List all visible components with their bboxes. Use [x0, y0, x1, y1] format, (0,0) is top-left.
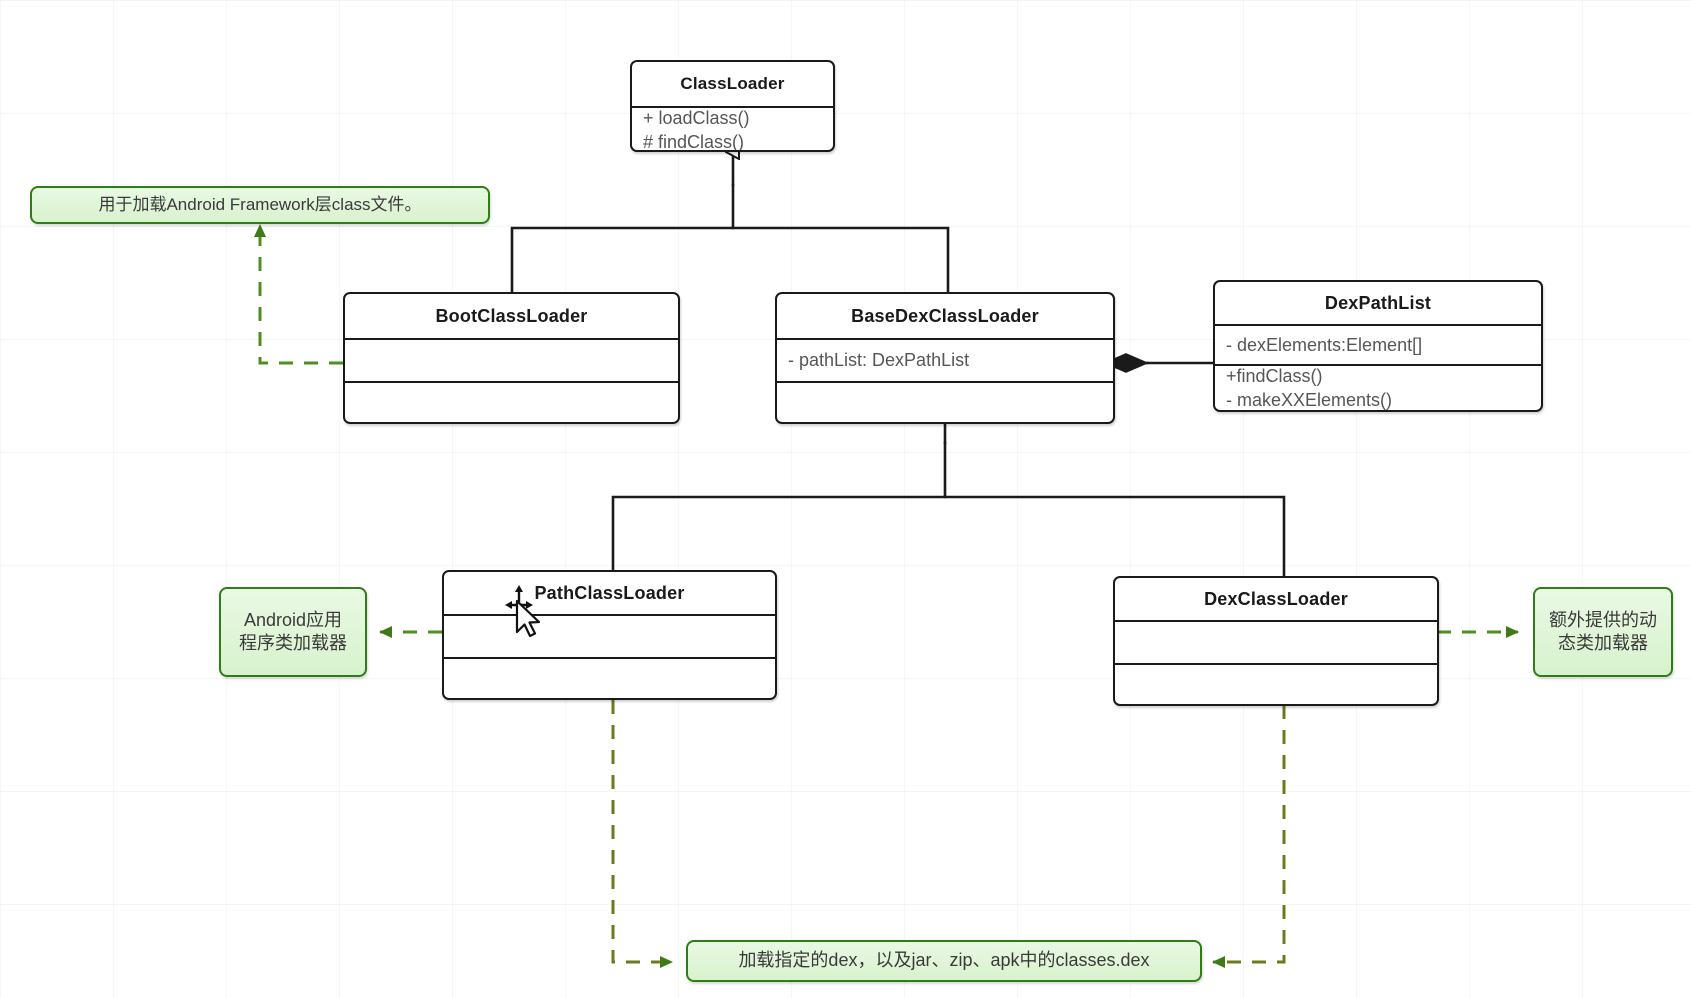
class-attributes-compartment: [444, 616, 775, 657]
class-box-bootclassloader[interactable]: BootClassLoader: [343, 292, 680, 424]
class-divider: [777, 381, 1113, 383]
attribute-item: - pathList: DexPathList: [788, 350, 970, 370]
class-attributes-compartment: - pathList: DexPathList: [777, 340, 1113, 381]
class-box-dexclassloader[interactable]: DexClassLoader: [1113, 576, 1439, 706]
note-text: 加载指定的dex，以及jar、zip、apk中的classes.dex: [738, 950, 1150, 971]
class-title: BootClassLoader: [435, 305, 588, 326]
class-methods-compartment: [345, 383, 678, 422]
class-divider: [444, 614, 775, 616]
note-dexclassloader[interactable]: 额外提供的动 态类加载器: [1533, 587, 1673, 677]
class-divider: [1215, 364, 1541, 366]
class-title: PathClassLoader: [534, 582, 685, 603]
note-dex-shared[interactable]: 加载指定的dex，以及jar、zip、apk中的classes.dex: [686, 940, 1202, 982]
method-item: +findClass(): [1226, 366, 1323, 387]
class-box-pathclassloader[interactable]: PathClassLoader: [442, 570, 777, 700]
class-divider: [444, 657, 775, 659]
note-pathclassloader[interactable]: Android应用 程序类加载器: [219, 587, 367, 677]
class-divider: [1215, 324, 1541, 326]
class-divider: [632, 106, 833, 108]
class-divider: [345, 338, 678, 340]
method-item: + loadClass(): [643, 108, 750, 129]
class-divider: [777, 338, 1113, 340]
class-divider: [1115, 620, 1437, 622]
class-attributes-compartment: - dexElements:Element[]: [1215, 326, 1541, 364]
class-methods-compartment: + loadClass() # findClass(): [632, 108, 833, 152]
method-item: # findClass(): [643, 131, 745, 152]
method-item: - makeXXElements(): [1226, 389, 1393, 410]
note-text-line: 程序类加载器: [239, 633, 347, 653]
class-title: DexPathList: [1324, 292, 1432, 313]
class-attributes-compartment: [1115, 622, 1437, 663]
class-box-dexpathlist[interactable]: DexPathList - dexElements:Element[] +fin…: [1213, 280, 1543, 412]
class-title: DexClassLoader: [1204, 588, 1348, 609]
class-title: ClassLoader: [680, 74, 785, 93]
class-box-basedexclassloader[interactable]: BaseDexClassLoader - pathList: DexPathLi…: [775, 292, 1115, 424]
note-bootclassloader[interactable]: 用于加载Android Framework层class文件。: [30, 186, 490, 224]
note-text: 用于加载Android Framework层class文件。: [98, 194, 422, 214]
note-text-line: Android应用: [243, 609, 343, 630]
class-attributes-compartment: [345, 340, 678, 381]
attribute-item: - dexElements:Element[]: [1226, 334, 1423, 355]
class-divider: [345, 381, 678, 383]
note-text-line: 态类加载器: [1558, 633, 1648, 653]
class-divider: [1115, 663, 1437, 665]
class-title: BaseDexClassLoader: [851, 305, 1039, 326]
note-text-line: 额外提供的动: [1549, 609, 1657, 630]
class-methods-compartment: [777, 383, 1113, 422]
class-methods-compartment: +findClass() - makeXXElements(): [1215, 366, 1541, 410]
class-box-classloader[interactable]: ClassLoader + loadClass() # findClass(): [630, 60, 835, 152]
class-methods-compartment: [1115, 665, 1437, 704]
class-methods-compartment: [444, 659, 775, 698]
